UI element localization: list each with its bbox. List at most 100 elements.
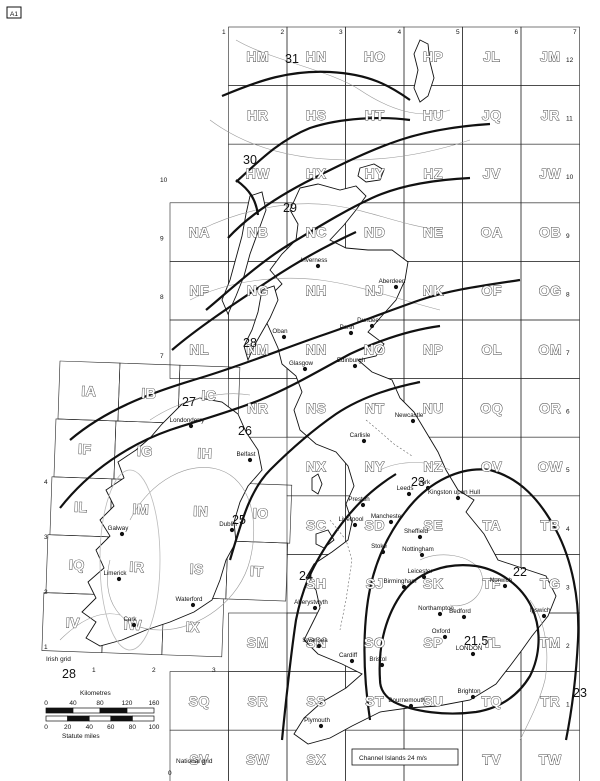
square-label: NL [189, 341, 209, 357]
square-label: NP [423, 341, 443, 357]
square-label: OQ [480, 400, 503, 416]
square-label: HP [423, 48, 443, 64]
square-label: IV [65, 614, 80, 630]
square-label: NT [365, 400, 385, 416]
city-label: Belfast [237, 451, 256, 458]
square-label: SE [423, 517, 443, 533]
city-dot [408, 703, 414, 709]
square-label: IH [197, 445, 213, 462]
city-dot [541, 613, 547, 619]
irish-grid-label: Irish grid [46, 656, 71, 663]
city-label: Bedford [449, 608, 471, 615]
square-label: NE [423, 224, 443, 240]
square-label: TA [482, 517, 501, 533]
isopleth-22 [378, 564, 540, 715]
city-label: Sheffield [404, 528, 429, 535]
square-label: SQ [189, 693, 210, 709]
grid-tick-top: 3 [339, 29, 343, 36]
city-dot [315, 263, 321, 269]
city-dot [116, 576, 122, 582]
city-label: Plymouth [304, 717, 330, 724]
square-label: OM [538, 341, 562, 357]
city-dot [502, 583, 508, 589]
mile-tick: 100 [149, 724, 160, 731]
city-dot [302, 366, 308, 372]
square-label: NC [306, 224, 327, 240]
city-label: Carlisle [350, 432, 371, 439]
grid-square-tw [520, 729, 580, 781]
shetland-outline [413, 39, 435, 103]
city-dot [442, 634, 448, 640]
grid-tick-top: 2 [281, 29, 285, 36]
city-dot [188, 423, 194, 429]
mile-tick: 40 [86, 724, 94, 731]
city-dot [318, 723, 324, 729]
square-label: HW [246, 166, 271, 182]
grid-tick-right: 6 [566, 409, 570, 416]
square-label: IQ [69, 556, 85, 573]
square-label: JQ [482, 107, 502, 123]
city-dot [247, 457, 253, 463]
city-label: Londonderry [170, 417, 206, 424]
square-label: NM [246, 341, 269, 357]
grid-tick-right: 1 [566, 702, 570, 709]
city-dot [380, 549, 386, 555]
city-label: Aberystwyth [294, 599, 328, 606]
city-dot [393, 284, 399, 290]
scale-km-title: Kilometres [80, 690, 111, 697]
square-label: HM [246, 48, 269, 64]
square-label: OF [482, 283, 502, 299]
square-label: JL [483, 48, 500, 64]
grid-tick-top: 7 [573, 29, 577, 36]
square-label: HX [306, 166, 327, 182]
square-label: OV [481, 459, 502, 475]
city-label: Galway [108, 525, 130, 532]
city-label: Dundee [357, 317, 379, 324]
coastline-layer [81, 39, 557, 745]
square-label: JW [539, 166, 561, 182]
city-label: Dublin [219, 521, 237, 528]
grid-tick-right: 11 [566, 116, 573, 123]
grid-tick-right: 2 [566, 643, 570, 650]
city-dot [461, 614, 467, 620]
square-label: IO [253, 505, 269, 522]
square-label: IS [189, 561, 204, 577]
square-label: TB [540, 517, 560, 533]
city-label: Birmingham [383, 578, 416, 585]
grid-tick-right: 12 [566, 57, 574, 64]
city-label: Glasgow [289, 360, 314, 367]
city-label: Northampton [418, 605, 454, 612]
isopleth-value: 22 [513, 565, 527, 579]
square-label: IA [81, 383, 97, 400]
grid-tick-right: 5 [566, 467, 570, 474]
isopleth-28-b [171, 231, 357, 351]
grid-tick-left: 7 [160, 353, 164, 360]
grid-tick-left: 9 [160, 236, 164, 243]
isopleth-30 [235, 117, 411, 183]
square-label: SK [423, 576, 443, 592]
city-label: York [418, 479, 431, 486]
isopleth-value: 27 [182, 395, 196, 409]
square-label: IM [132, 501, 149, 518]
square-label: NJ [365, 283, 384, 299]
square-label: IR [129, 559, 145, 576]
isopleth-value: 28 [243, 336, 257, 350]
square-label: SW [246, 752, 270, 768]
city-label: Brighton [457, 688, 481, 695]
square-label: NA [189, 224, 210, 240]
city-label: Ipswich [530, 607, 551, 614]
city-dot [352, 363, 358, 369]
square-label: NK [423, 283, 444, 299]
square-label: SX [306, 752, 326, 768]
isopleth-value: 31 [285, 52, 299, 66]
ie-tick-left: 2 [44, 589, 48, 596]
square-label: OG [539, 283, 562, 299]
square-label: OA [481, 224, 503, 240]
square-label: SP [423, 634, 443, 650]
city-dot [419, 552, 425, 558]
square-label: IB [141, 385, 157, 402]
square-label: NX [306, 459, 327, 475]
anglesey-outline [315, 529, 335, 549]
square-label: TM [540, 634, 561, 650]
square-label: TG [540, 576, 560, 592]
